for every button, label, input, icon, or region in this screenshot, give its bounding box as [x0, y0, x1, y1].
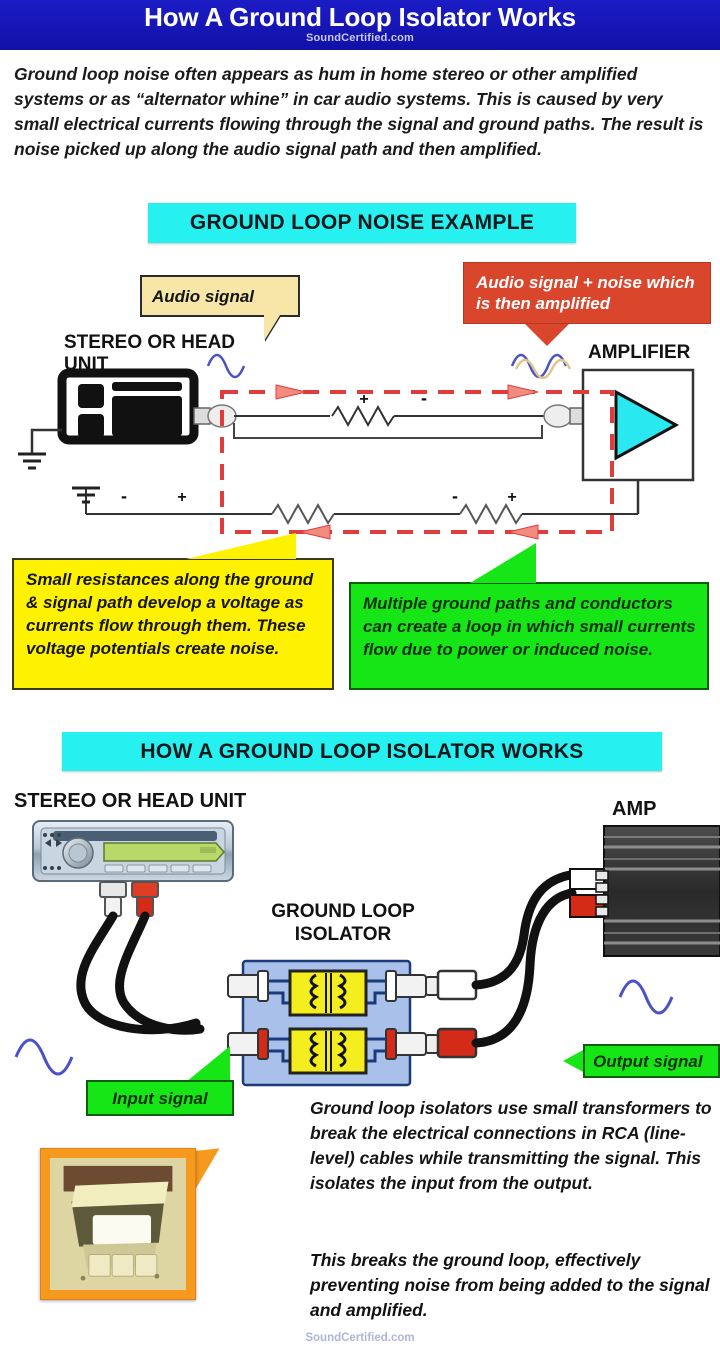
label-amplifier: AMPLIFIER: [588, 342, 691, 363]
callout-input-signal-tail: [186, 1046, 230, 1082]
transformer-symbol-bottom: [288, 1027, 368, 1075]
callout-audio-signal-tail: [264, 315, 280, 341]
callout-multiple-ground-paths-part2: power or induced noise.: [452, 640, 653, 659]
callout-input-signal: Input signal: [86, 1080, 234, 1116]
head-unit-rca-plugs: [99, 881, 159, 917]
isolator-explanation-paragraph-2: This breaks the ground loop, effectively…: [310, 1250, 710, 1320]
callout-audio-signal: Audio signal: [140, 275, 300, 317]
callout-audio-signal-plus-noise: Audio signal + noise which is then ampli…: [463, 262, 711, 324]
amp-illustration: [569, 825, 720, 957]
isolator-output-rca-plugs: [425, 969, 478, 1059]
cable-headunit-to-isolator-red: [115, 911, 205, 1035]
label-stereo-head-unit: STEREO OR HEAD UNIT: [64, 332, 236, 375]
polarity-plus-ground: +: [177, 489, 186, 506]
callout-output-signal: Output signal: [583, 1044, 720, 1078]
header-bar: How A Ground Loop Isolator Works SoundCe…: [0, 0, 720, 50]
isolator-illustration: [227, 959, 427, 1087]
callout-multiple-ground-paths-tail: [470, 543, 536, 583]
callout-small-resistances: Small resistances along the ground & sig…: [12, 558, 334, 690]
noise-overlay-wave: [514, 358, 572, 380]
footer-site-credit: SoundCertified.com: [305, 1332, 415, 1344]
input-sine-wave: [14, 1038, 74, 1076]
intro-paragraph: Ground loop noise often appears as hum i…: [14, 64, 704, 159]
polarity-minus-signal: -: [421, 388, 427, 408]
ground-loop-noise-diagram: + - - + - +: [18, 353, 695, 540]
head-unit-illustration: [32, 820, 234, 882]
polarity-minus-ground-2: -: [452, 486, 458, 506]
ground-loop-isolator-diagram: [14, 820, 720, 1087]
noisy-sine-wave: [510, 353, 568, 379]
polarity-minus-ground: -: [121, 486, 127, 506]
label-amp: AMP: [612, 798, 657, 820]
page-title: How A Ground Loop Isolator Works: [144, 2, 576, 32]
label-stereo-head-unit-bottom: STEREO OR HEAD UNIT: [14, 790, 247, 812]
callout-multiple-ground-paths-part1: Multiple ground paths and conductors can: [363, 594, 673, 636]
polarity-plus-ground-2: +: [507, 489, 516, 506]
transformer-photo-frame: [40, 1148, 196, 1300]
transformer-photo: [50, 1158, 186, 1290]
label-ground-loop-isolator: GROUND LOOP ISOLATOR: [271, 901, 415, 945]
isolator-explanation-paragraph-1: Ground loop isolators use small transfor…: [310, 1098, 712, 1193]
callout-multiple-ground-paths: Multiple ground paths and conductors can…: [349, 582, 709, 690]
cable-isolator-to-amp-white: [471, 870, 575, 990]
clean-sine-wave: [206, 353, 246, 379]
callout-multiple-ground-paths-emphasis: create a loop in which small currents fl…: [363, 617, 696, 659]
section-banner-noise-example: GROUND LOOP NOISE EXAMPLE: [148, 203, 576, 243]
callout-noise-tail: [525, 324, 569, 346]
polarity-plus-signal: +: [359, 391, 368, 408]
callout-output-signal-tail: [563, 1049, 585, 1073]
section-banner-isolator-works: HOW A GROUND LOOP ISOLATOR WORKS: [62, 732, 662, 771]
transformer-symbol-top: [288, 969, 368, 1017]
output-sine-wave: [618, 979, 674, 1015]
cable-isolator-to-amp-red: [471, 888, 577, 1048]
ground-loop-path: [220, 390, 614, 534]
callout-small-resistances-tail: [186, 533, 296, 559]
header-site-credit: SoundCertified.com: [305, 32, 415, 44]
